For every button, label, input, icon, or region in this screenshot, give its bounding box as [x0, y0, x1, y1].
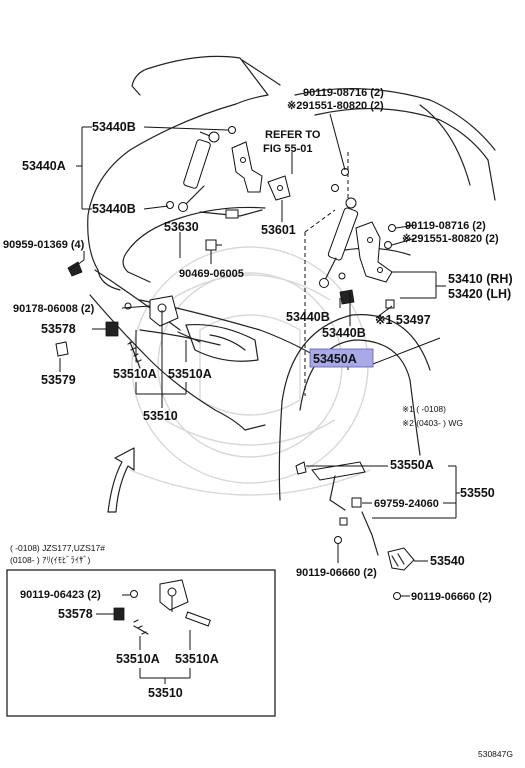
- part-label-91551-80820[interactable]: ※291551-80820 (2): [402, 233, 499, 245]
- part-label-53510A[interactable]: 53510A: [168, 367, 212, 381]
- part-label-53440A[interactable]: 53440A: [22, 159, 66, 173]
- part-label-53601[interactable]: 53601: [261, 223, 296, 237]
- inset-frame: [6, 569, 276, 717]
- part-label-53420[interactable]: 53420 (LH): [448, 287, 511, 301]
- cushion-53578-icon: [105, 321, 119, 337]
- highlight-box: [309, 348, 374, 368]
- inset-variant-panel: ( -0108) JZS177,UZS17# (0108- ) ｱﾘ(ｲﾓﾋﾞﾗ…: [6, 543, 276, 717]
- hood-lock: [127, 295, 201, 369]
- part-label-90119-06660[interactable]: 90119-06660 (2): [411, 591, 492, 603]
- bolt-icon: [228, 126, 236, 134]
- seal-53497-icon: [385, 299, 395, 309]
- hood-hinge-right: [355, 221, 393, 283]
- part-label-53550A[interactable]: 53550A: [390, 458, 434, 472]
- part-label-53550[interactable]: 53550: [460, 486, 495, 500]
- cushion-53579-icon: [55, 341, 69, 357]
- part-label-53450A[interactable]: 53450A: [313, 352, 357, 366]
- part-label-53578[interactable]: 53578: [41, 322, 76, 336]
- bolt-icon: [334, 536, 342, 544]
- part-label-53540[interactable]: 53540: [430, 554, 465, 568]
- part-label-53440B[interactable]: 53440B: [286, 310, 330, 324]
- bolt-icon: [393, 592, 401, 600]
- part-label-53578[interactable]: 53578: [58, 607, 93, 621]
- bolt-icon: [384, 241, 392, 249]
- hood-lock-control-lever: [311, 461, 379, 556]
- applicability-note: ※2 (0403- ) WG: [402, 418, 463, 428]
- part-label-53510A[interactable]: 53510A: [116, 652, 160, 666]
- hood-lock-support: [387, 547, 415, 571]
- leader-lines: [59, 113, 460, 597]
- part-label-53510A[interactable]: 53510A: [113, 367, 157, 381]
- figure-id: 530847G: [478, 749, 513, 759]
- part-label-90119-06660[interactable]: 90119-06660 (2): [296, 567, 377, 579]
- part-label-53440B[interactable]: 53440B: [322, 326, 366, 340]
- hood-support-left: [178, 131, 220, 212]
- part-label-91551-80820[interactable]: ※291551-80820 (2): [287, 100, 384, 112]
- part-label-90119-08716[interactable]: 90119-08716 (2): [405, 220, 486, 232]
- part-label-53510[interactable]: 53510: [143, 409, 178, 423]
- cushion-53578-icon: [113, 607, 125, 621]
- inset-applicability-note: (0108- ) ｱﾘ(ｲﾓﾋﾞﾗｲｻﾞ): [10, 555, 90, 565]
- applicability-note: ※1 ( -0108): [402, 404, 446, 414]
- hood-hinge-bracket: [231, 141, 291, 201]
- spring-icon: [185, 611, 211, 627]
- bolt-icon: [339, 289, 355, 305]
- clip-icon: [205, 239, 222, 251]
- part-label-53630[interactable]: 53630: [164, 220, 199, 234]
- part-label-90959-01369[interactable]: 90959-01369 (4): [3, 239, 85, 251]
- bolt-icon: [331, 184, 339, 192]
- refer-note[interactable]: FIG 55-01: [263, 143, 313, 155]
- part-label-53410[interactable]: 53410 (RH): [448, 272, 513, 286]
- part-label-53510[interactable]: 53510: [148, 686, 183, 700]
- clip-icon: [295, 461, 307, 475]
- bolt-icon: [388, 224, 396, 232]
- part-label-90469-06005[interactable]: 90469-06005: [179, 268, 244, 280]
- part-label-53440B[interactable]: 53440B: [92, 120, 136, 134]
- bolt-icon: [338, 272, 346, 280]
- cable-clip-icon: [67, 261, 83, 277]
- bolt-icon: [166, 201, 174, 209]
- part-label-69759-24060[interactable]: 69759-24060: [374, 498, 439, 510]
- hood-support-right: [319, 197, 359, 288]
- hood-release-cable: [122, 206, 266, 283]
- part-label-53440B[interactable]: 53440B: [92, 202, 136, 216]
- car-body-outline: [87, 55, 496, 501]
- part-label-53497[interactable]: ※1 53497: [375, 313, 431, 327]
- part-label-90178-06008[interactable]: 90178-06008 (2): [13, 303, 95, 315]
- part-label-53510A[interactable]: 53510A: [175, 652, 219, 666]
- refer-note[interactable]: REFER TO: [265, 129, 321, 141]
- watermark-emblem: [129, 246, 371, 496]
- inset-applicability-note: ( -0108) JZS177,UZS17#: [10, 543, 105, 553]
- bolt-icon: [130, 590, 138, 598]
- direction-arrow: [107, 447, 135, 513]
- part-label-90119-06423[interactable]: 90119-06423 (2): [20, 589, 101, 601]
- part-label-90119-08716[interactable]: 90119-08716 (2): [303, 87, 384, 99]
- part-label-53579[interactable]: 53579: [41, 373, 76, 387]
